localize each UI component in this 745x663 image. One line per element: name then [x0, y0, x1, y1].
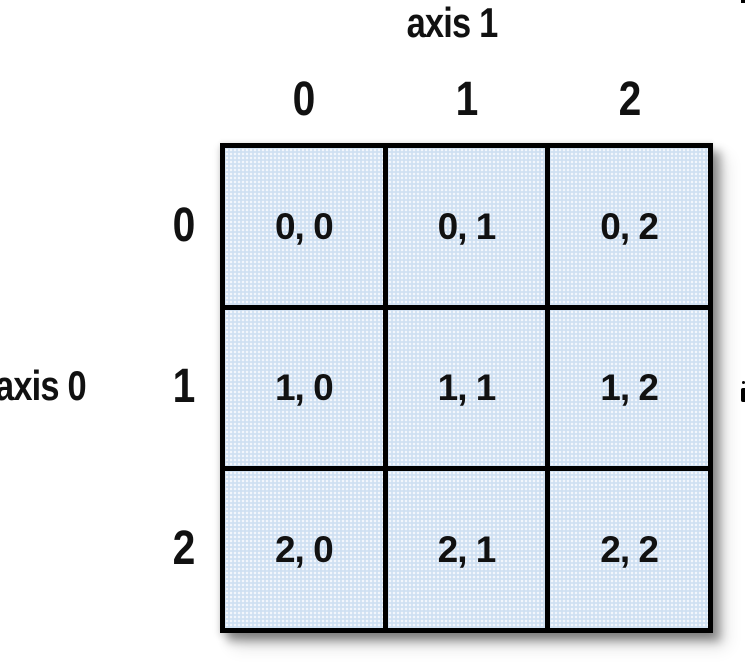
cropped-glyph-dot-artifact	[742, 381, 745, 384]
matrix-cell-1-1: 1, 1	[387, 309, 546, 467]
matrix-cell-0-0: 0, 0	[225, 148, 383, 305]
matrix-grid: 0, 0 0, 1 0, 2 1, 0 1, 1 1, 2 2, 0 2, 1 …	[220, 143, 713, 633]
matrix-cell-1-0: 1, 0	[225, 309, 383, 467]
row-header-2: 2	[172, 522, 196, 575]
matrix-cell-0-1: 0, 1	[387, 148, 546, 305]
row-header-1: 1	[172, 360, 196, 413]
column-header-1: 1	[455, 73, 479, 126]
matrix-cell-2-1: 2, 1	[387, 471, 546, 628]
matrix-cell-2-0: 2, 0	[225, 471, 383, 628]
row-header-0: 0	[172, 199, 196, 252]
column-header-2: 2	[618, 73, 642, 126]
matrix-cell-2-2: 2, 2	[550, 471, 708, 628]
column-header-0: 0	[292, 73, 316, 126]
axis-1-label: axis 1	[406, 0, 499, 46]
cropped-edge-artifact	[741, 0, 745, 3]
cropped-glyph-artifact	[741, 388, 745, 402]
matrix-cell-0-2: 0, 2	[550, 148, 708, 305]
axis-0-label: axis 0	[0, 362, 87, 409]
matrix-cell-1-2: 1, 2	[550, 309, 708, 467]
